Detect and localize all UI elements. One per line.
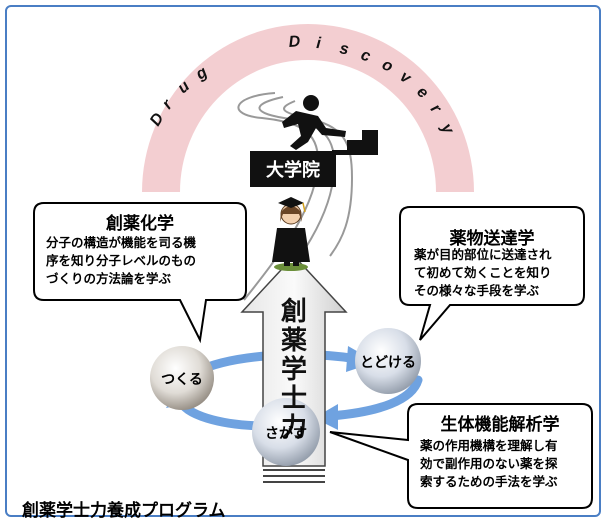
bubble-bottom-line: 薬の作用機構を理解し有 [420, 438, 558, 453]
bubble-right-shape [399, 206, 585, 341]
bubble-left-line: 分子の構造が機能を司る機 [46, 235, 197, 250]
bubble-left-line: 序を知り分子レベルのもの [46, 253, 197, 268]
cycle-arrowhead [314, 404, 338, 430]
bubble-left-title: 創薬化学 [106, 214, 174, 234]
bubble-right-line: 薬が目的部位に送達され [414, 247, 552, 262]
bubble-bottom-line: 索するための手法を学ぶ [420, 474, 558, 489]
arc-letter: D [288, 33, 301, 51]
bubble-bottom-body: 薬の作用機構を理解し有 効で副作用のない薬を探 索するための手法を学ぶ [420, 437, 590, 491]
program-title: 創薬学士力養成プログラム [22, 501, 226, 521]
graduate-school-box [250, 151, 336, 187]
node-make-sphere [150, 346, 214, 410]
bubble-bottom-shape [329, 403, 593, 509]
outer-frame [5, 5, 601, 517]
node-make-label: つくる [161, 372, 203, 388]
node-deliver-label: とどける [360, 355, 416, 371]
bubble-left-shape [33, 202, 247, 344]
node-search-sphere [252, 398, 320, 466]
graduate-figure-icon [272, 197, 310, 271]
center-arrow-char: 力 [281, 413, 307, 443]
bubble-bottom-line: 効で副作用のない薬を探 [420, 456, 558, 471]
center-arrow-char: 学 [281, 354, 307, 385]
arc-letter: s [338, 40, 350, 58]
bubble-left-body: 分子の構造が機能を司る機 序を知り分子レベルのもの づくりの方法論を学ぶ [46, 234, 241, 288]
center-arrow-char: 薬 [281, 326, 307, 356]
graduate-school-label: 大学院 [266, 159, 320, 181]
center-arrow-char: 士 [281, 384, 307, 414]
road-line [283, 100, 354, 257]
bubble-right-line: その様々な手段を学ぶ [414, 283, 540, 298]
cycle-arrow [325, 375, 423, 421]
center-arrow-text: 創 薬 学 士 力 [281, 297, 307, 443]
discovery-arc [142, 24, 474, 192]
node-search-label: さがす [265, 426, 307, 442]
bubble-right-body: 薬が目的部位に送達され て初めて効くことを知り その様々な手段を学ぶ [414, 246, 582, 300]
node-deliver-sphere [355, 328, 421, 394]
steps-icon [332, 130, 378, 155]
bubble-right-title: 薬物送達学 [449, 229, 535, 249]
bubble-right-line: て初めて効くことを知り [414, 265, 552, 280]
bubble-left-line: づくりの方法論を学ぶ [46, 271, 172, 286]
center-arrow-char: 創 [281, 297, 307, 327]
arc-letter: i [316, 35, 322, 52]
jumping-figure-icon [282, 95, 346, 150]
bubble-bottom-title: 生体機能解析学 [440, 415, 560, 435]
